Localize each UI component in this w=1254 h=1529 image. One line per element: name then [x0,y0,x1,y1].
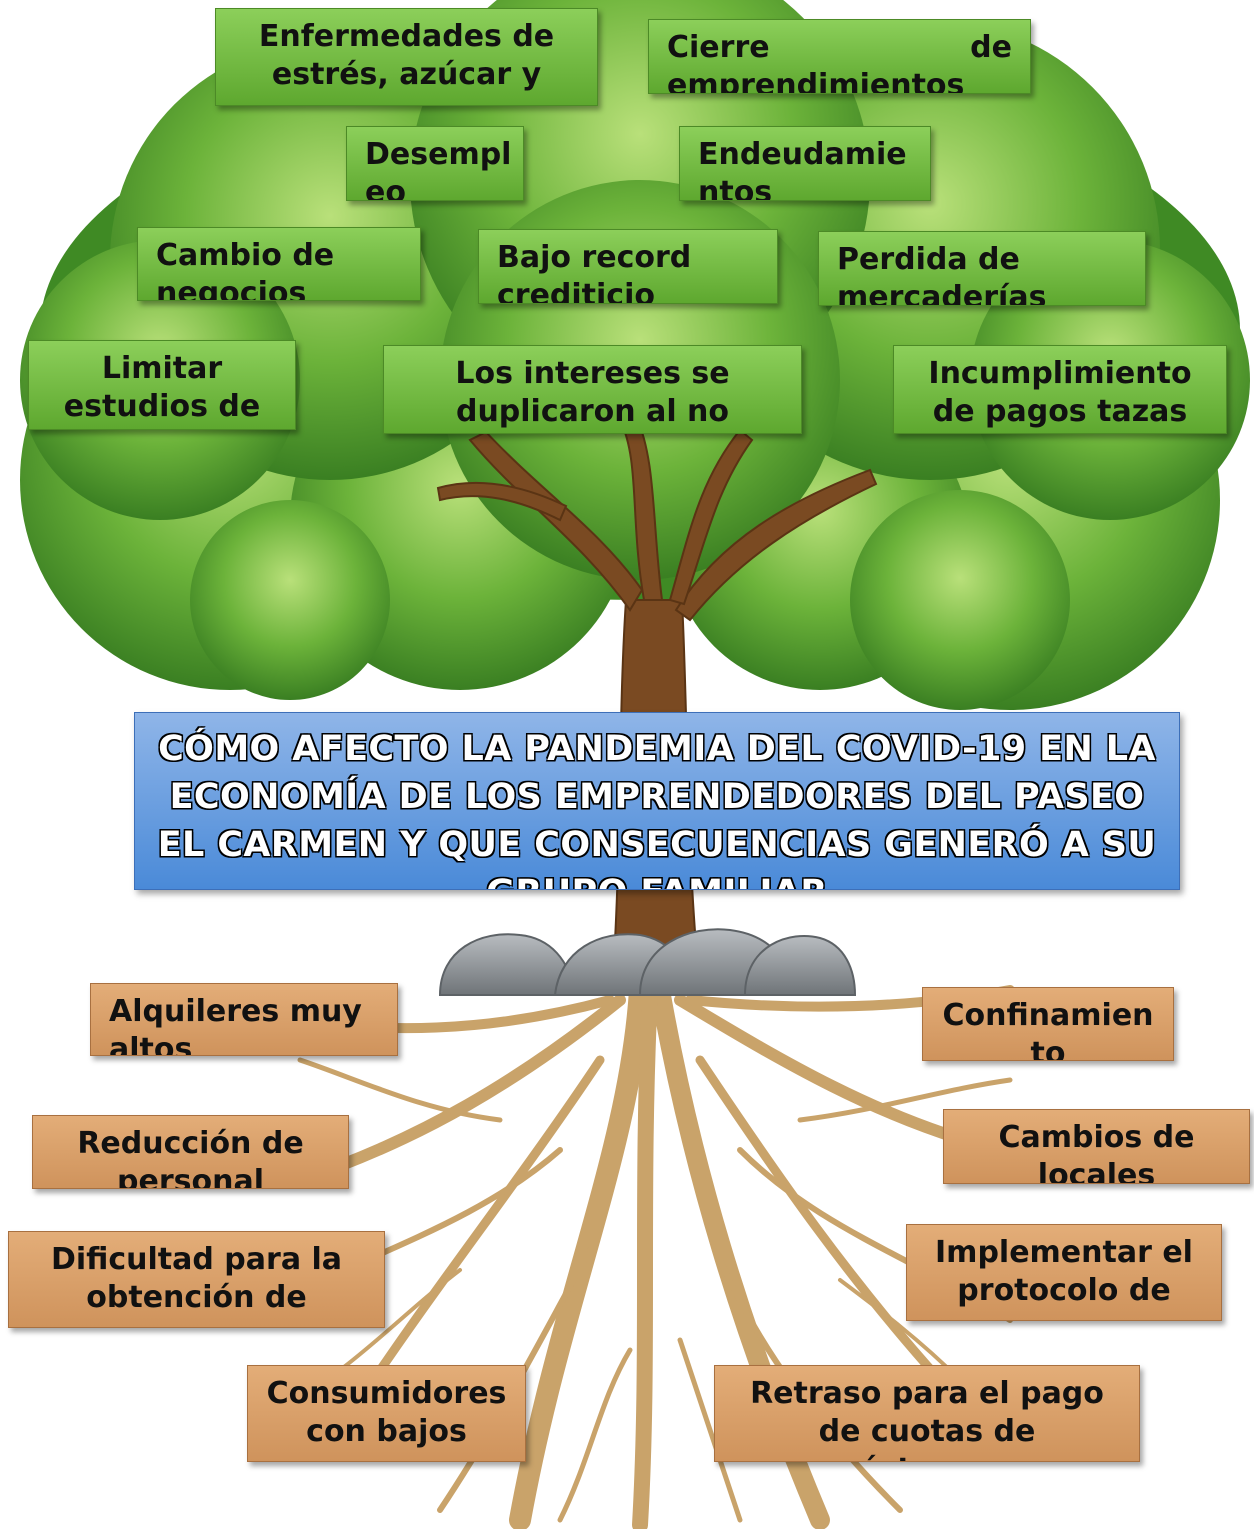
effect-box: Incumplimiento de pagos tazas [893,345,1227,434]
cause-box: Dificultad para la obtención de [8,1231,385,1328]
effect-box: Endeudamie ntos [679,126,931,201]
effect-box: Cierre de emprendimientos [648,19,1031,94]
cause-box: Implementar el protocolo de [906,1224,1222,1321]
effect-box: Cambio de negocios [137,227,421,301]
rocks [438,928,857,996]
cause-box: Alquileres muy altos [90,983,398,1056]
cause-box: Reducción de personal [32,1115,349,1189]
diagram-title: CÓMO AFECTO LA PANDEMIA DEL COVID-19 EN … [134,712,1180,890]
cause-box: Confinamien to [922,987,1174,1061]
cause-box: Cambios de locales [943,1109,1250,1184]
cause-box: Retraso para el pago de cuotas de présta… [714,1365,1140,1462]
effect-box: Desempl eo [346,126,524,201]
effect-box: Perdida de mercaderías [818,231,1146,306]
effect-box: Bajo record crediticio [478,229,778,304]
cause-box: Consumidores con bajos [247,1365,526,1462]
effect-box: Limitar estudios de [28,340,296,430]
effect-box: Enfermedades de estrés, azúcar y [215,8,598,106]
effect-box: Los intereses se duplicaron al no pagar [383,345,802,434]
